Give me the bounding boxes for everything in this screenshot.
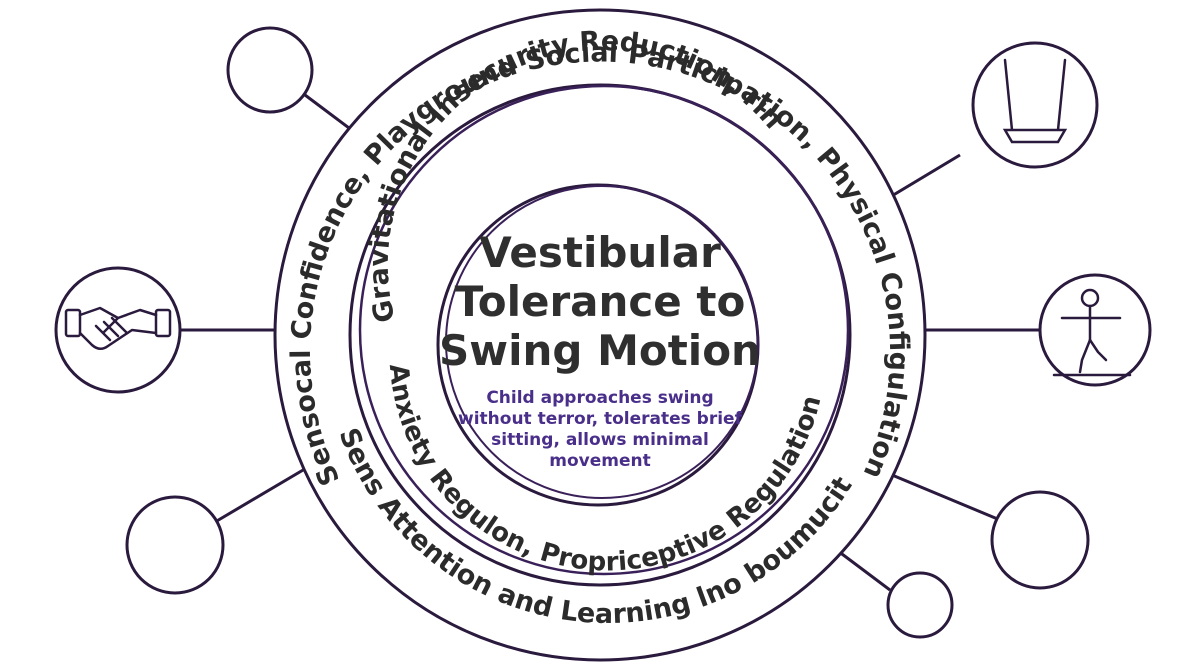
node-empty-bottom-left	[125, 495, 225, 595]
swing-icon	[1002, 58, 1068, 144]
node-handshake	[54, 266, 182, 394]
node-empty-bottom-right-small	[886, 571, 954, 639]
handshake-icon	[64, 306, 172, 350]
connector-swing	[884, 153, 961, 202]
node-empty-bottom-right	[990, 490, 1090, 590]
center-description-line-3: sitting, allows minimal	[491, 430, 709, 450]
connector-bottom-left	[209, 458, 321, 527]
center-description: Child approaches swing without terror, t…	[458, 388, 743, 471]
connector-bottom-right	[879, 468, 1001, 522]
center-description-line-2: without terror, tolerates brief	[458, 409, 743, 429]
connector-lines	[175, 93, 1050, 592]
node-swing	[971, 41, 1099, 169]
center-description-line-4: movement	[549, 451, 650, 471]
node-balance	[1038, 273, 1152, 387]
balance-beam-child-icon	[1052, 288, 1132, 377]
center-title-line-2: Tolerance to	[455, 277, 746, 326]
center-title: Vestibular Tolerance to Swing Motion	[439, 228, 761, 375]
node-empty-top-left	[226, 26, 314, 114]
center-description-line-1: Child approaches swing	[486, 388, 713, 408]
center-title-line-1: Vestibular	[479, 228, 721, 277]
core-ring-echo	[445, 185, 759, 499]
inner-ring-middle	[358, 84, 850, 576]
center-title-line-3: Swing Motion	[439, 326, 761, 375]
outer-ring	[273, 8, 927, 662]
